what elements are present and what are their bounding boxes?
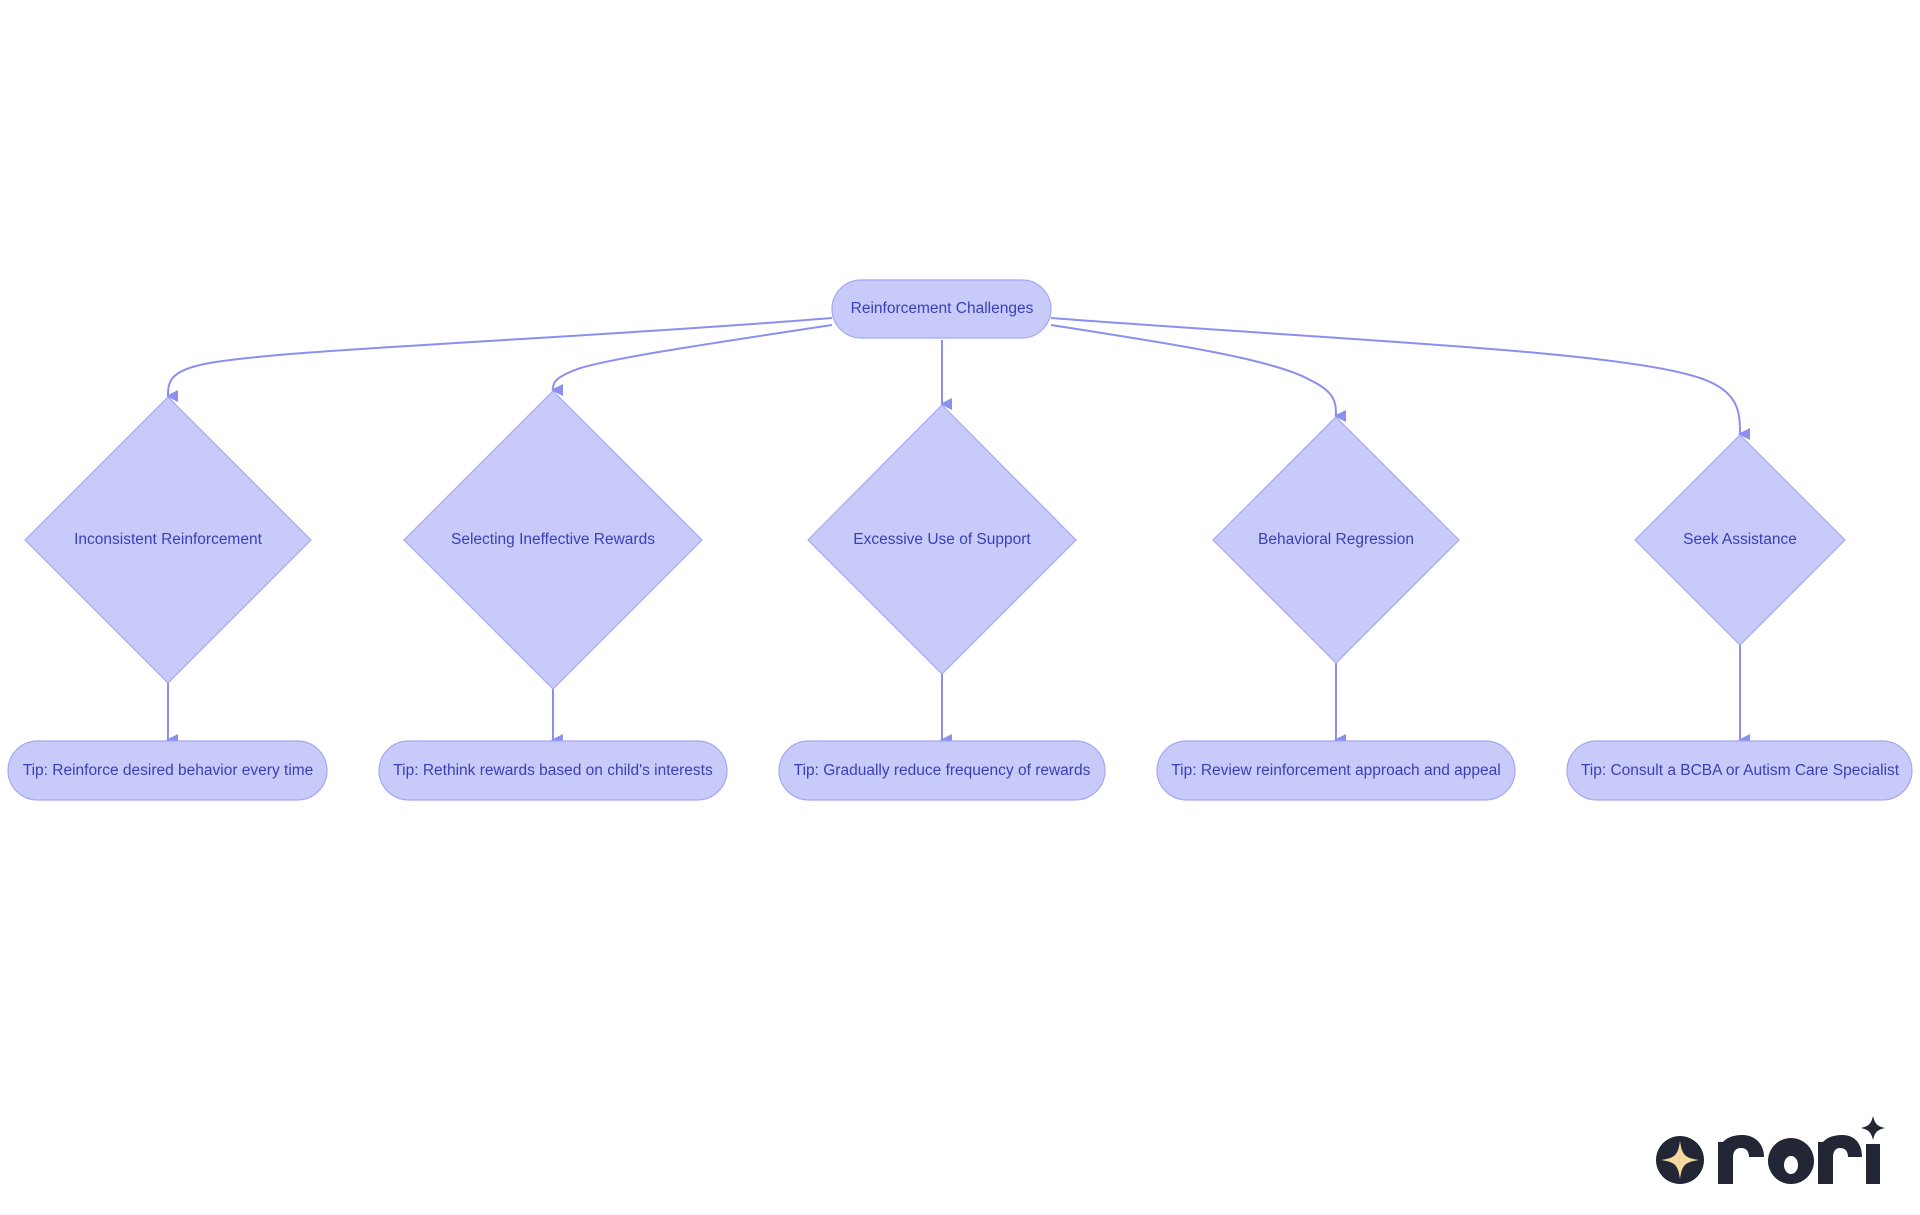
tip-review-approach: Tip: Review reinforcement approach and a… bbox=[1156, 740, 1516, 801]
logo-star-icon bbox=[1661, 1141, 1699, 1179]
challenge-label: Selecting Ineffective Rewards bbox=[451, 531, 655, 548]
tip-label: Tip: Gradually reduce frequency of rewar… bbox=[794, 762, 1091, 779]
tip-label: Tip: Reinforce desired behavior every ti… bbox=[23, 762, 314, 779]
tip-reinforce-every-time: Tip: Reinforce desired behavior every ti… bbox=[7, 740, 328, 801]
logo-letter-r1 bbox=[1718, 1135, 1764, 1184]
challenge-excessive-use-of-support: Excessive Use of Support bbox=[807, 404, 1077, 675]
edge-root-to-inconsistent bbox=[166, 317, 833, 403]
challenge-label: Inconsistent Reinforcement bbox=[74, 531, 263, 548]
challenge-inconsistent-reinforcement: Inconsistent Reinforcement bbox=[24, 396, 312, 684]
challenge-selecting-ineffective-rewards: Selecting Ineffective Rewards bbox=[403, 390, 703, 690]
edge-root-to-seek bbox=[1050, 317, 1751, 440]
challenge-seek-assistance: Seek Assistance bbox=[1634, 434, 1846, 646]
tip-label: Tip: Consult a BCBA or Autism Care Speci… bbox=[1581, 762, 1900, 779]
logo-letter-i bbox=[1866, 1144, 1880, 1184]
root-node-label: Reinforcement Challenges bbox=[851, 300, 1034, 317]
logo-letter-r2 bbox=[1818, 1135, 1862, 1184]
edge-root-to-regression bbox=[1050, 324, 1347, 422]
tip-label: Tip: Rethink rewards based on child's in… bbox=[393, 762, 713, 779]
challenge-label: Behavioral Regression bbox=[1258, 531, 1414, 548]
logo-sparkle-icon bbox=[1861, 1116, 1885, 1140]
rori-logo bbox=[1656, 1116, 1885, 1184]
challenge-label: Seek Assistance bbox=[1683, 531, 1797, 548]
challenge-behavioral-regression: Behavioral Regression bbox=[1212, 416, 1460, 664]
tip-consult-bcba: Tip: Consult a BCBA or Autism Care Speci… bbox=[1566, 740, 1913, 801]
challenge-label: Excessive Use of Support bbox=[853, 531, 1031, 548]
logo-letter-o bbox=[1768, 1138, 1814, 1184]
tip-rethink-rewards: Tip: Rethink rewards based on child's in… bbox=[378, 740, 728, 801]
edge-root-to-ineffective bbox=[551, 324, 833, 397]
root-node: Reinforcement Challenges bbox=[831, 279, 1052, 339]
tip-label: Tip: Review reinforcement approach and a… bbox=[1171, 762, 1500, 779]
tip-gradually-reduce: Tip: Gradually reduce frequency of rewar… bbox=[778, 740, 1106, 801]
